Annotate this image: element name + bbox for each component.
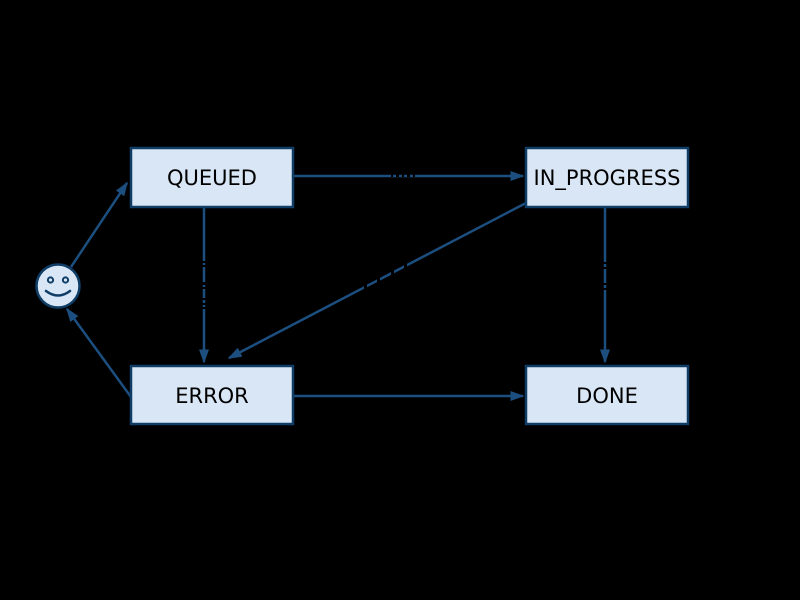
state-node-queued: QUEUED [129,146,295,209]
in-progress-box [524,146,690,209]
in-progress-label: IN_PROGRESS [534,166,681,191]
state-node-error: ERROR [129,364,295,426]
smiley-right-eye-icon [61,276,70,284]
state-node-in-progress: IN_PROGRESS [524,146,690,209]
edge-error-to-start [65,307,133,398]
smiley-face-icon [35,263,81,309]
start-node [35,263,81,309]
done-label: DONE [576,384,638,408]
edge-label-artifacts [201,169,610,309]
queued-label: QUEUED [167,166,257,190]
smiley-left-eye-icon [46,276,55,284]
queued-box [129,146,295,209]
done-box [524,364,690,426]
smiley-mouth-icon [44,289,72,297]
error-box [129,364,295,426]
state-node-done: DONE [524,364,690,426]
error-label: ERROR [175,384,249,408]
edge-start-to-queued [69,181,129,268]
